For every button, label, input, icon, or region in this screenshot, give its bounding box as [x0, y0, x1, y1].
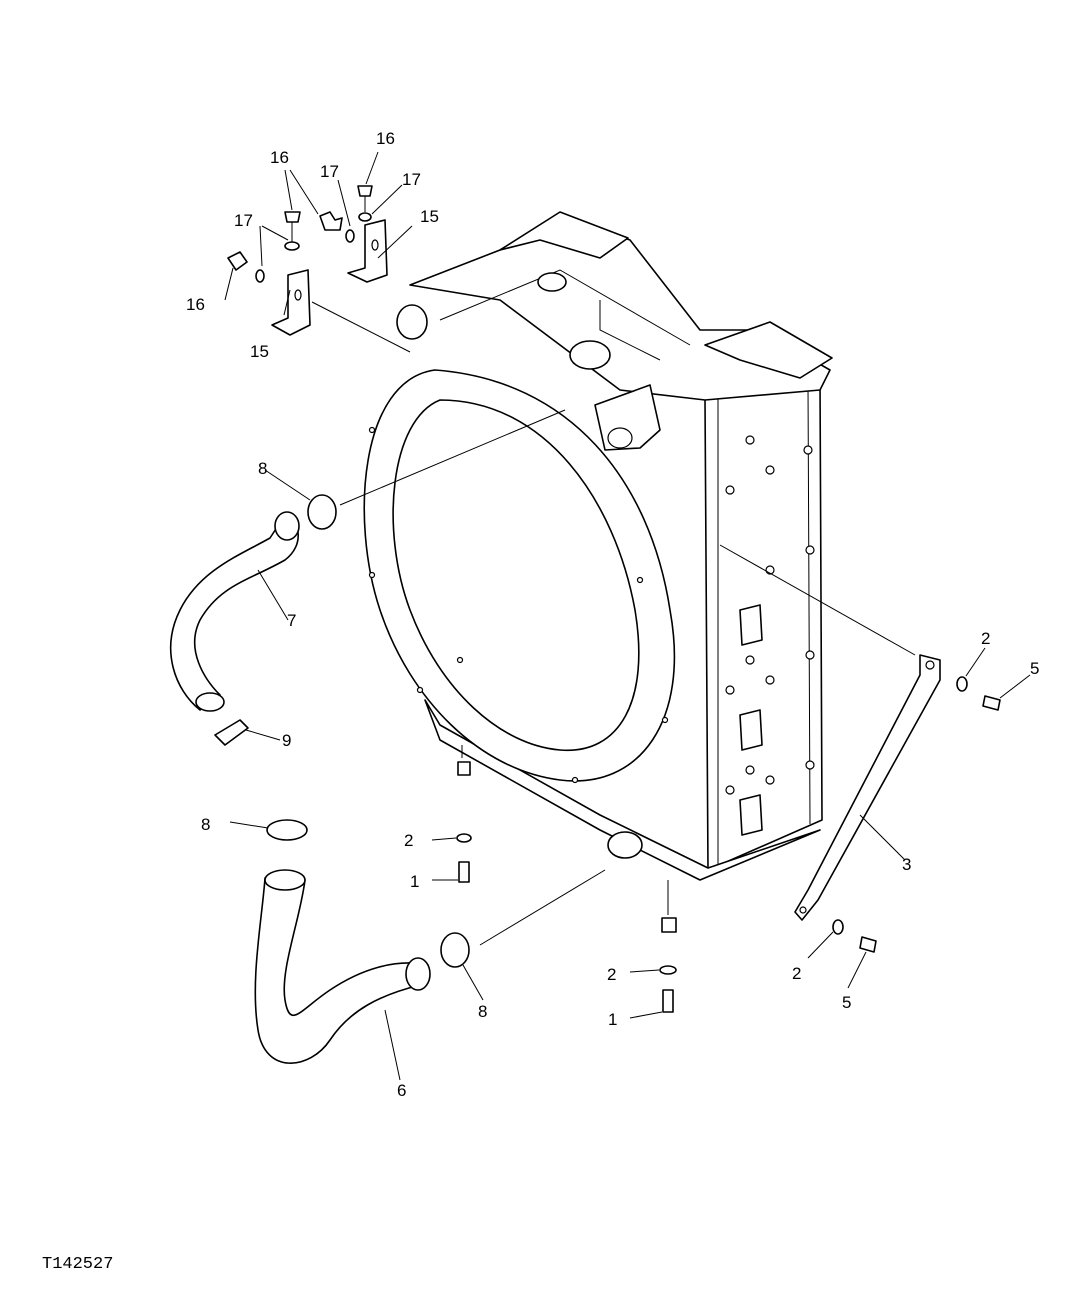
- mount-bracket-left: [271, 269, 311, 336]
- callout-1: 1: [608, 1010, 617, 1029]
- callout-16: 16: [186, 295, 205, 314]
- callout-16: 16: [270, 148, 289, 167]
- figure-id: T142527: [42, 1255, 113, 1274]
- fan-shroud: [363, 369, 676, 782]
- callout-5: 5: [1030, 659, 1039, 678]
- callout-8: 8: [201, 815, 210, 834]
- top-mount-ear-left: [499, 211, 629, 259]
- callout-2: 2: [607, 965, 616, 984]
- top-mount-ear-right: [704, 321, 833, 379]
- top-brackets: [271, 219, 388, 336]
- lower-hose: [254, 877, 429, 1064]
- side-panel-bolts: [725, 435, 815, 795]
- callout-2: 2: [981, 629, 990, 648]
- hose-clamp-lower-right: [440, 932, 470, 968]
- callout-2: 2: [404, 831, 413, 850]
- upper-hose: [170, 514, 299, 711]
- bottom-outlet-pipe: [607, 831, 643, 859]
- callout-6: 6: [397, 1081, 406, 1100]
- hose-clamps: [266, 494, 470, 968]
- callout-15: 15: [420, 207, 439, 226]
- hose-clamp-lower-left: [266, 819, 308, 841]
- callout-8: 8: [478, 1002, 487, 1021]
- callout-17: 17: [320, 162, 339, 181]
- leader-lines: [224, 151, 1031, 1081]
- callout-17: 17: [234, 211, 253, 230]
- left-port: [396, 304, 428, 340]
- filler-cap: [537, 272, 567, 292]
- radiator-assembly: [363, 211, 833, 881]
- drain-fitting: [214, 719, 249, 746]
- top-inlet-pipe: [569, 340, 611, 370]
- callout-7: 7: [287, 611, 296, 630]
- callout-1: 1: [410, 872, 419, 891]
- callout-16: 16: [376, 129, 395, 148]
- callout-3: 3: [902, 855, 911, 874]
- hose-clamp-upper: [307, 494, 337, 530]
- callout-labels: 16 16 16 17 17 17 15 15 8 8 8 7 9 6 3 2 …: [186, 129, 1039, 1100]
- callout-2: 2: [792, 964, 801, 983]
- tie-rod: [794, 654, 941, 921]
- mount-bracket-right: [347, 219, 388, 283]
- callout-8: 8: [258, 459, 267, 478]
- callout-17: 17: [402, 170, 421, 189]
- callout-5: 5: [842, 993, 851, 1012]
- radiator-side-panel: [704, 379, 823, 871]
- fasteners: [227, 185, 1001, 1013]
- callout-9: 9: [282, 731, 291, 750]
- callout-15: 15: [250, 342, 269, 361]
